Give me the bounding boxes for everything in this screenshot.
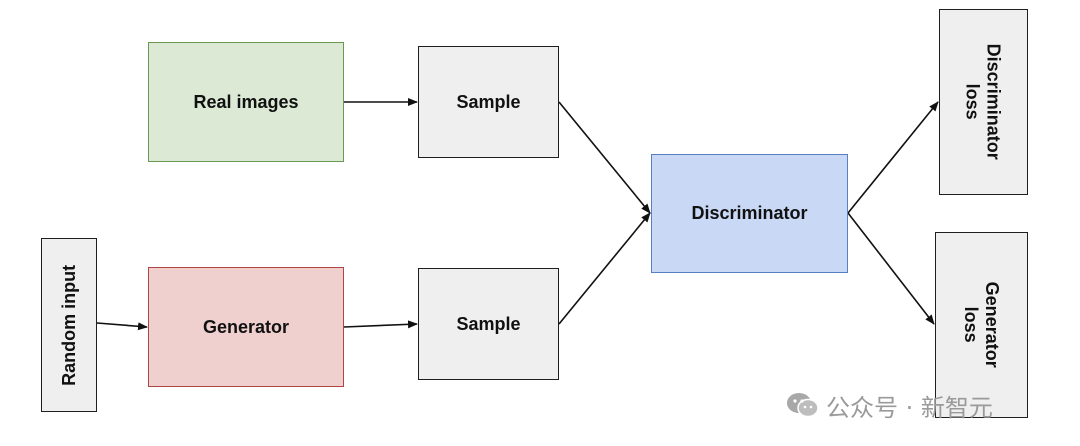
arrow-generator-to-sample bbox=[343, 320, 418, 329]
discriminator-loss-node: Discriminator loss bbox=[939, 9, 1028, 195]
sample-top-label: Sample bbox=[456, 91, 521, 112]
generator-label: Generator bbox=[202, 316, 290, 337]
arrow-sample-bottom-to-discriminator bbox=[558, 212, 651, 325]
sample-bottom-label: Sample bbox=[456, 313, 521, 334]
generator-loss-label: Generator loss bbox=[961, 281, 1003, 369]
real-images-node: Real images bbox=[148, 42, 344, 162]
random-input-node: Random input bbox=[41, 238, 97, 412]
discriminator-loss-label: Discriminator loss bbox=[963, 43, 1005, 161]
sample-top-node: Sample bbox=[418, 46, 559, 158]
discriminator-node: Discriminator bbox=[651, 154, 848, 273]
generator-loss-node: Generator loss bbox=[935, 232, 1028, 418]
arrow-sample-top-to-discriminator bbox=[558, 101, 651, 214]
arrow-discriminator-to-discriminator-loss bbox=[847, 101, 939, 214]
discriminator-label: Discriminator bbox=[691, 203, 808, 224]
arrow-discriminator-to-generator-loss bbox=[847, 212, 935, 325]
watermark: 公众号 · 新智元 bbox=[786, 390, 993, 422]
sample-bottom-node: Sample bbox=[418, 268, 559, 380]
real-images-label: Real images bbox=[193, 91, 299, 112]
wechat-icon bbox=[786, 391, 820, 419]
watermark-text: 公众号 · 新智元 bbox=[826, 393, 993, 422]
generator-node: Generator bbox=[148, 267, 344, 387]
random-input-label: Random input bbox=[58, 264, 79, 386]
arrow-random-to-generator bbox=[96, 322, 148, 331]
